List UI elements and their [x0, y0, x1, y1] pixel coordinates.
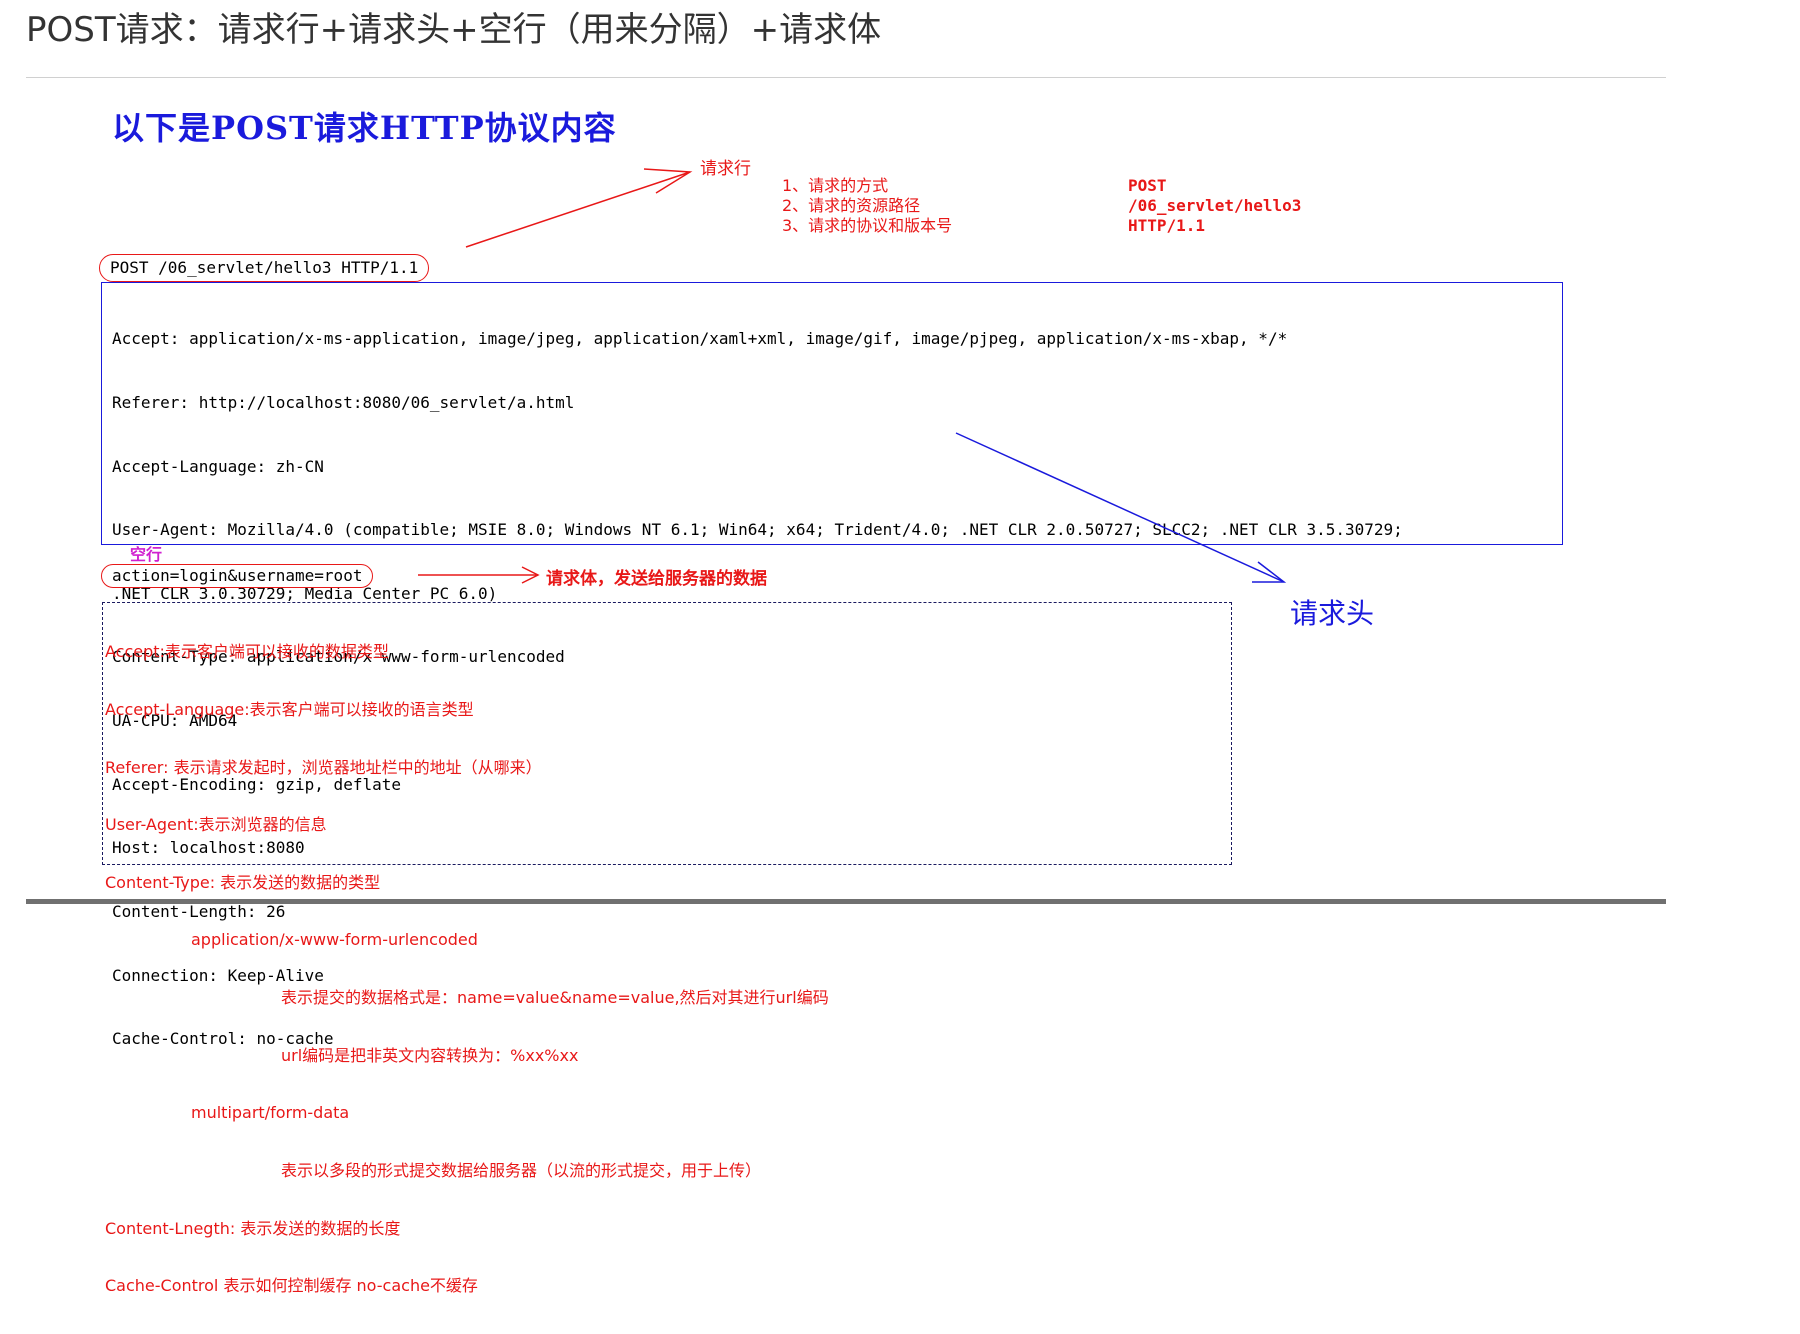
request-body-label: 请求体，发送给服务器的数据: [546, 569, 767, 589]
header-line: .NET CLR 3.0.30729; Media Center PC 6.0): [112, 583, 498, 603]
top-divider: [26, 77, 1666, 78]
header-line: User-Agent: Mozilla/4.0 (compatible; MSI…: [112, 520, 1403, 540]
note-line: application/x-www-form-urlencoded: [191, 930, 478, 950]
request-line: POST /06_servlet/hello3 HTTP/1.1: [99, 254, 430, 282]
request-body: action=login&username=root: [101, 564, 374, 588]
note-line: 表示以多段的形式提交数据给服务器（以流的形式提交，用于上传）: [281, 1160, 762, 1180]
figure-title: 以下是POST请求HTTP协议内容: [112, 109, 617, 147]
request-line-part: 3、请求的协议和版本号: [782, 216, 953, 235]
header-line: Content-Type: application/x-www-form-url…: [112, 647, 565, 667]
request-line-value: /06_servlet/hello3: [1128, 196, 1302, 215]
request-line-part: 2、请求的资源路径: [782, 196, 921, 215]
annotation-arrows: [418, 168, 1287, 584]
header-line: UA-CPU: AMD64: [112, 711, 238, 731]
http-post-diagram: 以下是POST请求HTTP协议内容 请求行 1、请求的方式 2、请求的资源路径 …: [26, 77, 1666, 1295]
page-heading: POST请求：请求行+请求头+空行（用来分隔）+请求体: [26, 10, 882, 50]
note-line: Accept:表示客户端可以接收的数据类型: [105, 642, 389, 662]
note-line: 表示提交的数据格式是：name=value&name=value,然后对其进行u…: [281, 988, 829, 1008]
request-line-part: 1、请求的方式: [782, 176, 889, 195]
note-line: User-Agent:表示浏览器的信息: [105, 815, 327, 835]
header-line: Accept-Encoding: gzip, deflate: [112, 774, 401, 794]
note-line: Cache-Control 表示如何控制缓存 no-cache不缓存: [105, 1276, 478, 1296]
request-line-parts: 1、请求的方式 2、请求的资源路径 3、请求的协议和版本号: [782, 176, 952, 236]
header-line: Host: localhost:8080: [112, 838, 305, 858]
header-line: Accept-Language: zh-CN: [112, 456, 324, 476]
note-line: Content-Type: 表示发送的数据的类型: [105, 872, 381, 892]
request-line-values: POST /06_servlet/hello3 HTTP/1.1: [1128, 176, 1301, 236]
header-line: Referer: http://localhost:8080/06_servle…: [112, 393, 575, 413]
note-line: Referer: 表示请求发起时，浏览器地址栏中的地址（从哪来）: [105, 757, 542, 777]
request-line-value: HTTP/1.1: [1128, 216, 1206, 235]
header-line: Accept: application/x-ms-application, im…: [112, 329, 1288, 349]
empty-line-label: 空行: [130, 545, 163, 564]
note-line: multipart/form-data: [191, 1103, 350, 1123]
request-headers-label: 请求头: [1290, 597, 1375, 630]
request-headers-arrow: [955, 432, 1287, 583]
note-line: Accept-Language:表示客户端可以接收的语言类型: [105, 700, 474, 720]
request-line-label: 请求行: [700, 159, 751, 179]
request-body-arrow: [418, 566, 540, 584]
request-line-value: POST: [1128, 176, 1167, 195]
note-line: Content-Lnegth: 表示发送的数据的长度: [105, 1218, 401, 1238]
bottom-divider: [26, 899, 1666, 904]
request-line-arrow: [465, 168, 693, 248]
note-line: url编码是把非英文内容转换为：%xx%xx: [281, 1045, 579, 1065]
